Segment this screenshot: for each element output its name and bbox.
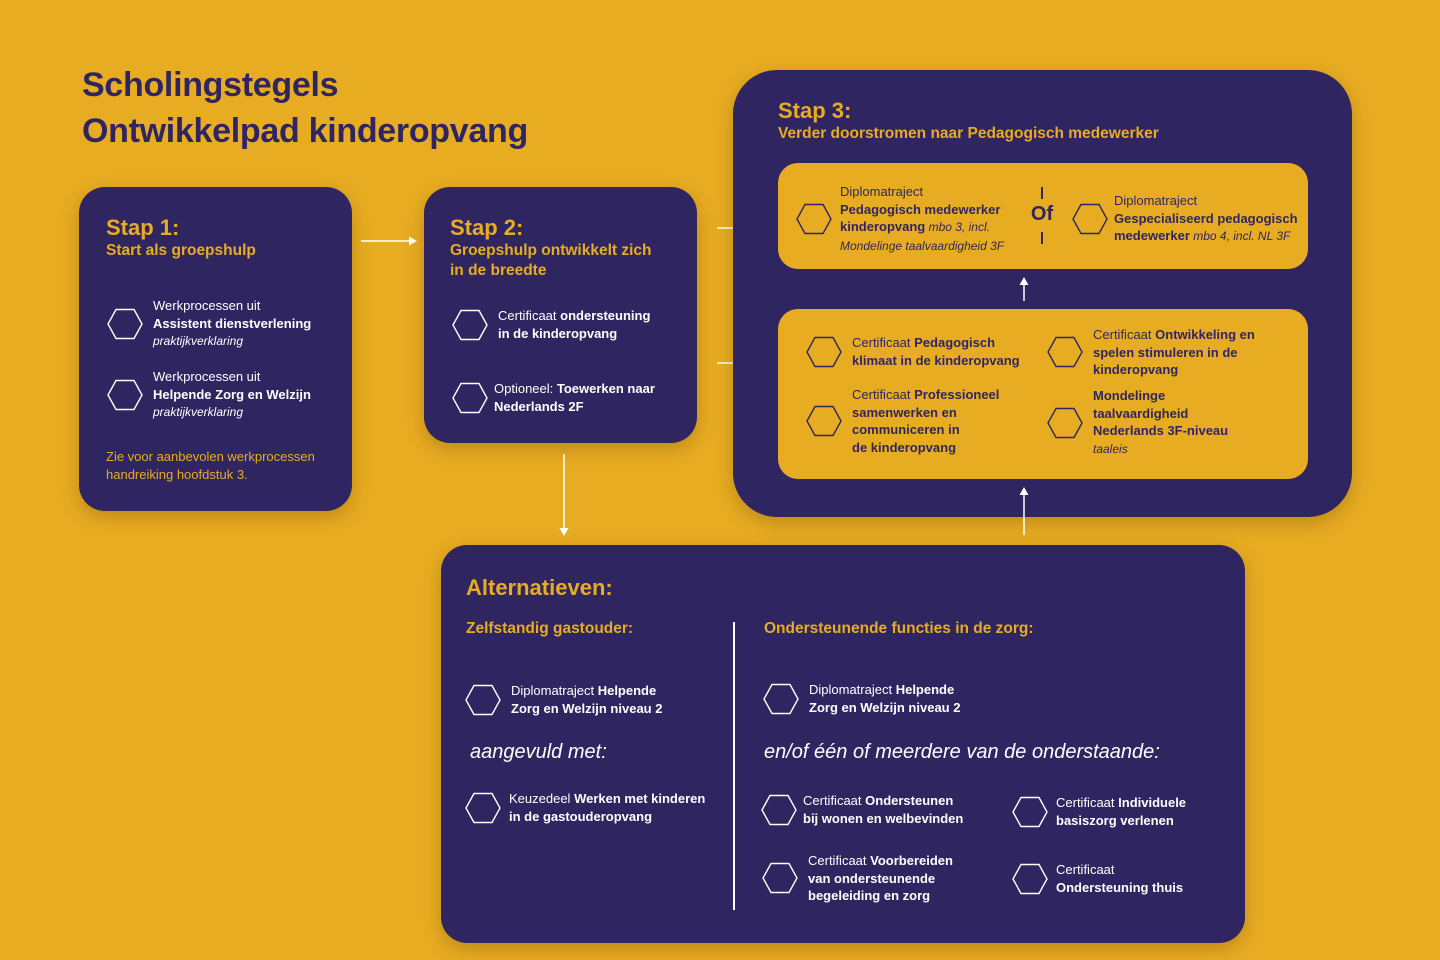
hexagon-icon xyxy=(806,405,842,437)
step1-item-2: Werkprocessen uit Helpende Zorg en Welzi… xyxy=(107,368,311,422)
arrow-right-icon xyxy=(361,236,417,246)
hexagon-icon xyxy=(452,382,488,414)
alternatives-heading: Alternatieven: xyxy=(466,575,613,600)
hexagon-icon xyxy=(465,684,501,716)
gastouder-heading: Zelfstandig gastouder: xyxy=(466,620,634,637)
hexagon-icon xyxy=(806,336,842,368)
alt-left-item-1: Diplomatraject Helpende Zorg en Welzijn … xyxy=(465,682,662,717)
hexagon-icon xyxy=(796,203,832,235)
step1-subtitle: Start als groepshulp xyxy=(106,242,256,259)
alt-right-item-2: Certificaat Individuele basiszorg verlen… xyxy=(1012,794,1186,829)
step3-certificates-box: Certificaat Pedagogisch klimaat in de ki… xyxy=(778,309,1308,479)
hexagon-icon xyxy=(465,792,501,824)
arrow-up-icon xyxy=(1019,487,1029,535)
hexagon-icon xyxy=(1047,336,1083,368)
cert-professioneel-samenwerken: Certificaat Professioneel samenwerken en… xyxy=(806,386,999,456)
alt-right-diploma: Diplomatraject Helpende Zorg en Welzijn … xyxy=(763,681,960,716)
hexagon-icon xyxy=(1012,796,1048,828)
step1-card: Stap 1: Start als groepshulp Werkprocess… xyxy=(79,187,352,511)
hexagon-icon xyxy=(763,683,799,715)
step1-note: Zie voor aanbevolen werkprocessen handre… xyxy=(106,449,315,482)
alt-left-item-2: Keuzedeel Werken met kinderen in de gast… xyxy=(465,790,705,825)
step2-item-1: Certificaat ondersteuning in de kinderop… xyxy=(452,307,650,342)
arrow-down-icon xyxy=(559,454,569,536)
or-label: Of xyxy=(1030,203,1054,225)
cert-pedagogisch-klimaat: Certificaat Pedagogisch klimaat in de ki… xyxy=(806,334,1020,369)
mondelinge-taalvaardigheid: Mondelinge taalvaardigheid Nederlands 3F… xyxy=(1047,387,1228,458)
hexagon-icon xyxy=(761,794,797,826)
step2-item-2: Optioneel: Toewerken naar Nederlands 2F xyxy=(452,380,655,415)
hexagon-icon xyxy=(107,308,143,340)
step3-diploma-box: Diplomatraject Pedagogisch medewerker ki… xyxy=(778,163,1308,269)
zorg-heading: Ondersteunende functies in de zorg: xyxy=(764,620,1034,637)
title-line-2: Ontwikkelpad kinderopvang xyxy=(82,112,528,150)
step1-item-1: Werkprocessen uit Assistent dienstverlen… xyxy=(107,297,311,351)
step2-card: Stap 2: Groepshulp ontwikkelt zich in de… xyxy=(424,187,697,443)
alt-right-item-4: Certificaat Ondersteuning thuis xyxy=(1012,861,1183,896)
step2-subtitle-line2: in de breedte xyxy=(450,262,547,279)
hexagon-icon xyxy=(107,379,143,411)
alt-right-item-1: Certificaat Ondersteunen bij wonen en we… xyxy=(761,792,963,827)
hexagon-icon xyxy=(762,862,798,894)
arrow-up-icon xyxy=(1019,277,1029,301)
or-divider-top xyxy=(1041,187,1043,199)
diploma-pm-kinderopvang: Diplomatraject Pedagogisch medewerker ki… xyxy=(796,183,1004,255)
en-of-label: en/of één of meerdere van de onderstaand… xyxy=(764,741,1160,763)
hexagon-icon xyxy=(452,309,488,341)
aangevuld-label: aangevuld met: xyxy=(470,741,607,763)
or-divider-bottom xyxy=(1041,232,1043,244)
step2-subtitle-line1: Groepshulp ontwikkelt zich xyxy=(450,242,652,259)
step2-heading: Stap 2: xyxy=(450,215,524,240)
cert-ontwikkeling-spelen: Certificaat Ontwikkeling en spelen stimu… xyxy=(1047,326,1255,379)
hexagon-icon xyxy=(1047,407,1083,439)
page-title: Scholingstegels Ontwikkelpad kinderopvan… xyxy=(82,62,528,154)
diploma-gespecialiseerd-pm: Diplomatraject Gespecialiseerd pedagogis… xyxy=(1072,192,1298,246)
step3-card: Stap 3: Verder doorstromen naar Pedagogi… xyxy=(733,70,1352,517)
step3-subtitle: Verder doorstromen naar Pedagogisch mede… xyxy=(778,125,1159,142)
title-line-1: Scholingstegels xyxy=(82,66,339,104)
hexagon-icon xyxy=(1072,203,1108,235)
step1-heading: Stap 1: xyxy=(106,215,180,240)
alt-right-item-3: Certificaat Voorbereiden van ondersteune… xyxy=(762,852,953,905)
step3-heading: Stap 3: xyxy=(778,98,852,123)
hexagon-icon xyxy=(1012,863,1048,895)
alternatives-card: Alternatieven: Zelfstandig gastouder: Di… xyxy=(441,545,1245,943)
column-divider xyxy=(733,622,735,910)
